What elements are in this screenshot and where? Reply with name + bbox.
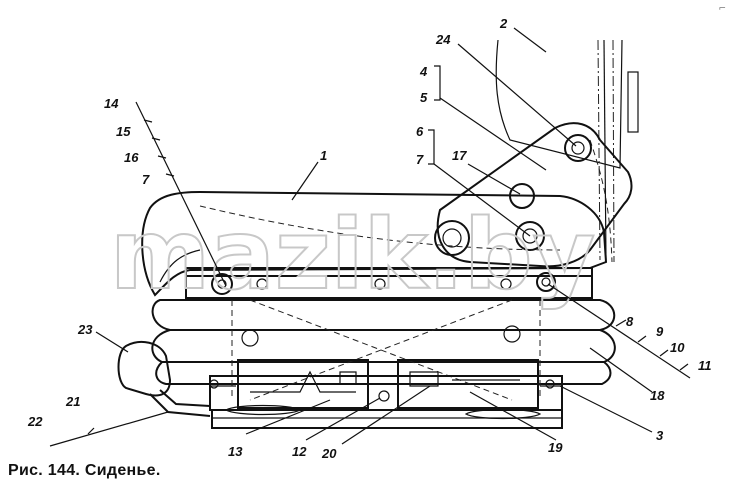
label-24: 24 — [435, 32, 451, 47]
bolt-24 — [564, 134, 592, 162]
label-11: 11 — [698, 358, 712, 373]
corner-mark: ⌐ — [718, 4, 726, 14]
seat-cushion — [141, 190, 608, 297]
leader-lines — [49, 27, 691, 447]
suspension-bellows — [151, 299, 616, 385]
pivot-lower — [434, 220, 470, 256]
label-6: 6 — [416, 124, 424, 139]
label-21: 21 — [65, 394, 80, 409]
label-2: 2 — [499, 16, 508, 31]
label-4: 4 — [419, 64, 428, 79]
label-1: 1 — [320, 148, 327, 163]
watermark: mazik.by — [110, 199, 595, 311]
label-22: 22 — [27, 414, 43, 429]
label-7-right: 7 — [416, 152, 424, 167]
mechanism-box-left — [237, 359, 369, 409]
label-23: 23 — [77, 322, 93, 337]
label-13: 13 — [228, 444, 243, 459]
adjust-handle — [117, 340, 211, 417]
label-8: 8 — [626, 314, 634, 329]
label-19: 19 — [548, 440, 563, 455]
label-17: 17 — [452, 148, 467, 163]
label-7-left: 7 — [142, 172, 150, 187]
label-3: 3 — [656, 428, 664, 443]
part-labels: 1 2 3 4 5 6 7 7 14 15 16 24 17 8 9 10 11… — [27, 16, 712, 461]
scissor-mechanism — [231, 299, 541, 401]
seat-base — [209, 359, 563, 429]
label-5: 5 — [420, 90, 428, 105]
label-9: 9 — [656, 324, 664, 339]
label-10: 10 — [670, 340, 685, 355]
figure-caption: Рис. 144. Сиденье. — [8, 462, 161, 479]
seat-back-frame — [495, 39, 639, 263]
label-20: 20 — [321, 446, 337, 461]
mechanism-box-right — [397, 359, 539, 409]
seat-rail — [185, 267, 593, 299]
rail-bolt-left — [211, 273, 233, 295]
label-18: 18 — [650, 388, 665, 403]
rail-bolt-right — [536, 272, 556, 292]
label-16: 16 — [124, 150, 139, 165]
label-15: 15 — [116, 124, 131, 139]
label-12: 12 — [292, 444, 307, 459]
label-14: 14 — [104, 96, 119, 111]
